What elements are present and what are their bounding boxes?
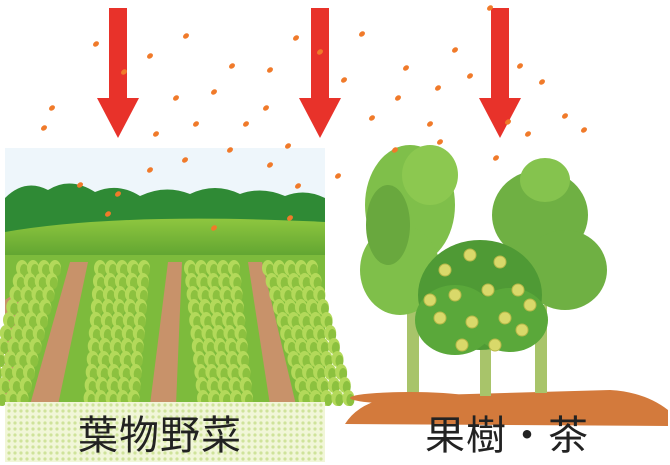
particle-dot-icon — [435, 85, 441, 91]
right-tree-foliage — [492, 158, 607, 310]
particle-dot-icon — [335, 173, 341, 179]
particle-dot-icon — [41, 125, 47, 131]
particle-dot-icon — [147, 167, 153, 173]
particles — [41, 5, 587, 231]
particle-dot-icon — [295, 183, 301, 189]
particle-dot-icon — [317, 49, 323, 55]
particle-dot-icon — [427, 121, 433, 127]
trunk-middle — [480, 330, 491, 396]
particle-dot-icon — [487, 5, 493, 11]
particle-dot-icon — [105, 211, 111, 217]
fruits — [423, 248, 537, 352]
particle-dot-icon — [369, 115, 375, 121]
vegetable-field-panel — [0, 148, 355, 462]
particle-dot-icon — [121, 69, 127, 75]
particle-dot-icon — [539, 79, 545, 85]
particle-dot-icon — [227, 147, 233, 153]
particle-dot-icon — [229, 63, 235, 69]
particle-dot-icon — [581, 127, 587, 133]
particle-dot-icon — [115, 191, 121, 197]
down-arrow-icon — [299, 8, 341, 138]
particle-dot-icon — [452, 47, 458, 53]
down-arrow-icon — [97, 8, 139, 138]
particle-dot-icon — [173, 95, 179, 101]
particle-dot-icon — [182, 157, 188, 163]
particle-dot-icon — [562, 113, 568, 119]
particle-dot-icon — [467, 73, 473, 79]
fruit-tree-panel — [345, 145, 668, 426]
particle-dot-icon — [93, 41, 99, 47]
particle-dot-icon — [153, 131, 159, 137]
particle-dot-icon — [211, 89, 217, 95]
particle-dot-icon — [287, 215, 293, 221]
down-arrow-icon — [479, 8, 521, 138]
tall-tree-foliage — [360, 145, 458, 315]
particle-dot-icon — [493, 155, 499, 161]
near-hill — [5, 218, 325, 262]
particle-dot-icon — [359, 31, 365, 37]
particle-dot-icon — [243, 121, 249, 127]
particle-dot-icon — [285, 143, 291, 149]
particle-dot-icon — [211, 225, 217, 231]
particle-dot-icon — [193, 121, 199, 127]
particle-dot-icon — [403, 65, 409, 71]
particle-dot-icon — [505, 119, 511, 125]
particle-dot-icon — [395, 95, 401, 101]
particle-dot-icon — [267, 162, 273, 168]
particle-dot-icon — [293, 35, 299, 41]
label-leafy-vegetables: 葉物野菜 — [78, 413, 242, 459]
label-fruit-trees-tea: 果樹・茶 — [425, 413, 589, 459]
particle-dot-icon — [263, 105, 269, 111]
particle-dot-icon — [437, 139, 443, 145]
particle-dot-icon — [77, 182, 83, 188]
arrows — [97, 8, 521, 138]
particle-dot-icon — [525, 131, 531, 137]
particle-dot-icon — [267, 67, 273, 73]
ground-shadow — [350, 392, 470, 404]
label-band-left — [5, 402, 325, 462]
particle-dot-icon — [183, 33, 189, 39]
particle-dot-icon — [392, 147, 398, 153]
particle-dot-icon — [517, 63, 523, 69]
particle-dot-icon — [341, 77, 347, 83]
particle-dot-icon — [49, 105, 55, 111]
particle-dot-icon — [147, 53, 153, 59]
